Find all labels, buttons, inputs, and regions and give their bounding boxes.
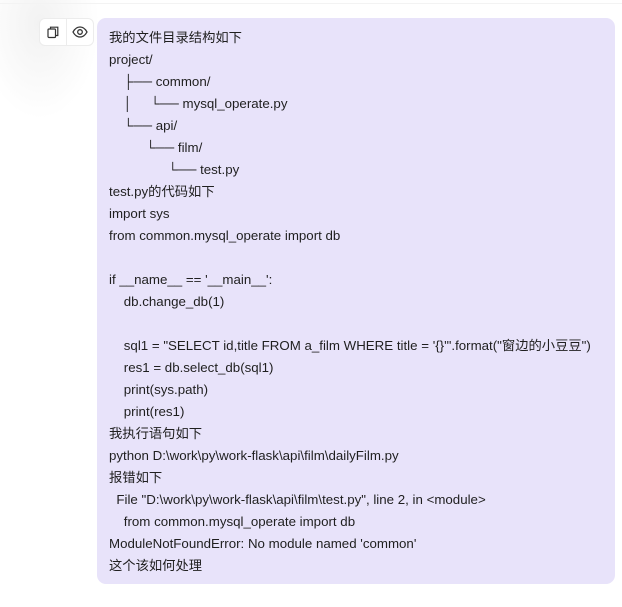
- message-line: 这个该如何处理: [109, 558, 203, 573]
- view-button[interactable]: [66, 19, 93, 45]
- message-line: ├── common/: [109, 74, 211, 89]
- message-line: ModuleNotFoundError: No module named 'co…: [109, 536, 417, 551]
- message-line: db.change_db(1): [109, 294, 225, 309]
- message-line: print(res1): [109, 404, 185, 419]
- message-line: └── test.py: [109, 162, 240, 177]
- message-line: res1 = db.select_db(sql1): [109, 360, 274, 375]
- copy-button[interactable]: [40, 19, 66, 45]
- message-line: sql1 = "SELECT id,title FROM a_film WHER…: [109, 338, 591, 353]
- message-line: project/: [109, 52, 153, 67]
- message-line: │ └── mysql_operate.py: [109, 96, 288, 111]
- message-line: └── api/: [109, 118, 178, 133]
- eye-icon: [72, 26, 88, 38]
- message-line: if __name__ == '__main__':: [109, 272, 273, 287]
- copy-icon: [47, 26, 59, 39]
- message-line: └── film/: [109, 140, 203, 155]
- message-line: from common.mysql_operate import db: [109, 514, 356, 529]
- message-line: [109, 247, 615, 269]
- message-line: 我执行语句如下: [109, 426, 203, 441]
- message-line: 我的文件目录结构如下: [109, 30, 242, 45]
- message-line: File "D:\work\py\work-flask\api\film\tes…: [109, 492, 486, 507]
- message-line: test.py的代码如下: [109, 184, 215, 199]
- user-message-bubble: 我的文件目录结构如下 project/ ├── common/ │ └── mys…: [97, 18, 615, 584]
- message-line: python D:\work\py\work-flask\api\film\da…: [109, 448, 399, 463]
- message-line: print(sys.path): [109, 382, 209, 397]
- message-line: import sys: [109, 206, 170, 221]
- message-line: 报错如下: [109, 470, 163, 485]
- divider: [0, 3, 622, 4]
- message-line: from common.mysql_operate import db: [109, 228, 341, 243]
- message-actions: [39, 18, 94, 46]
- message-line: [109, 313, 615, 335]
